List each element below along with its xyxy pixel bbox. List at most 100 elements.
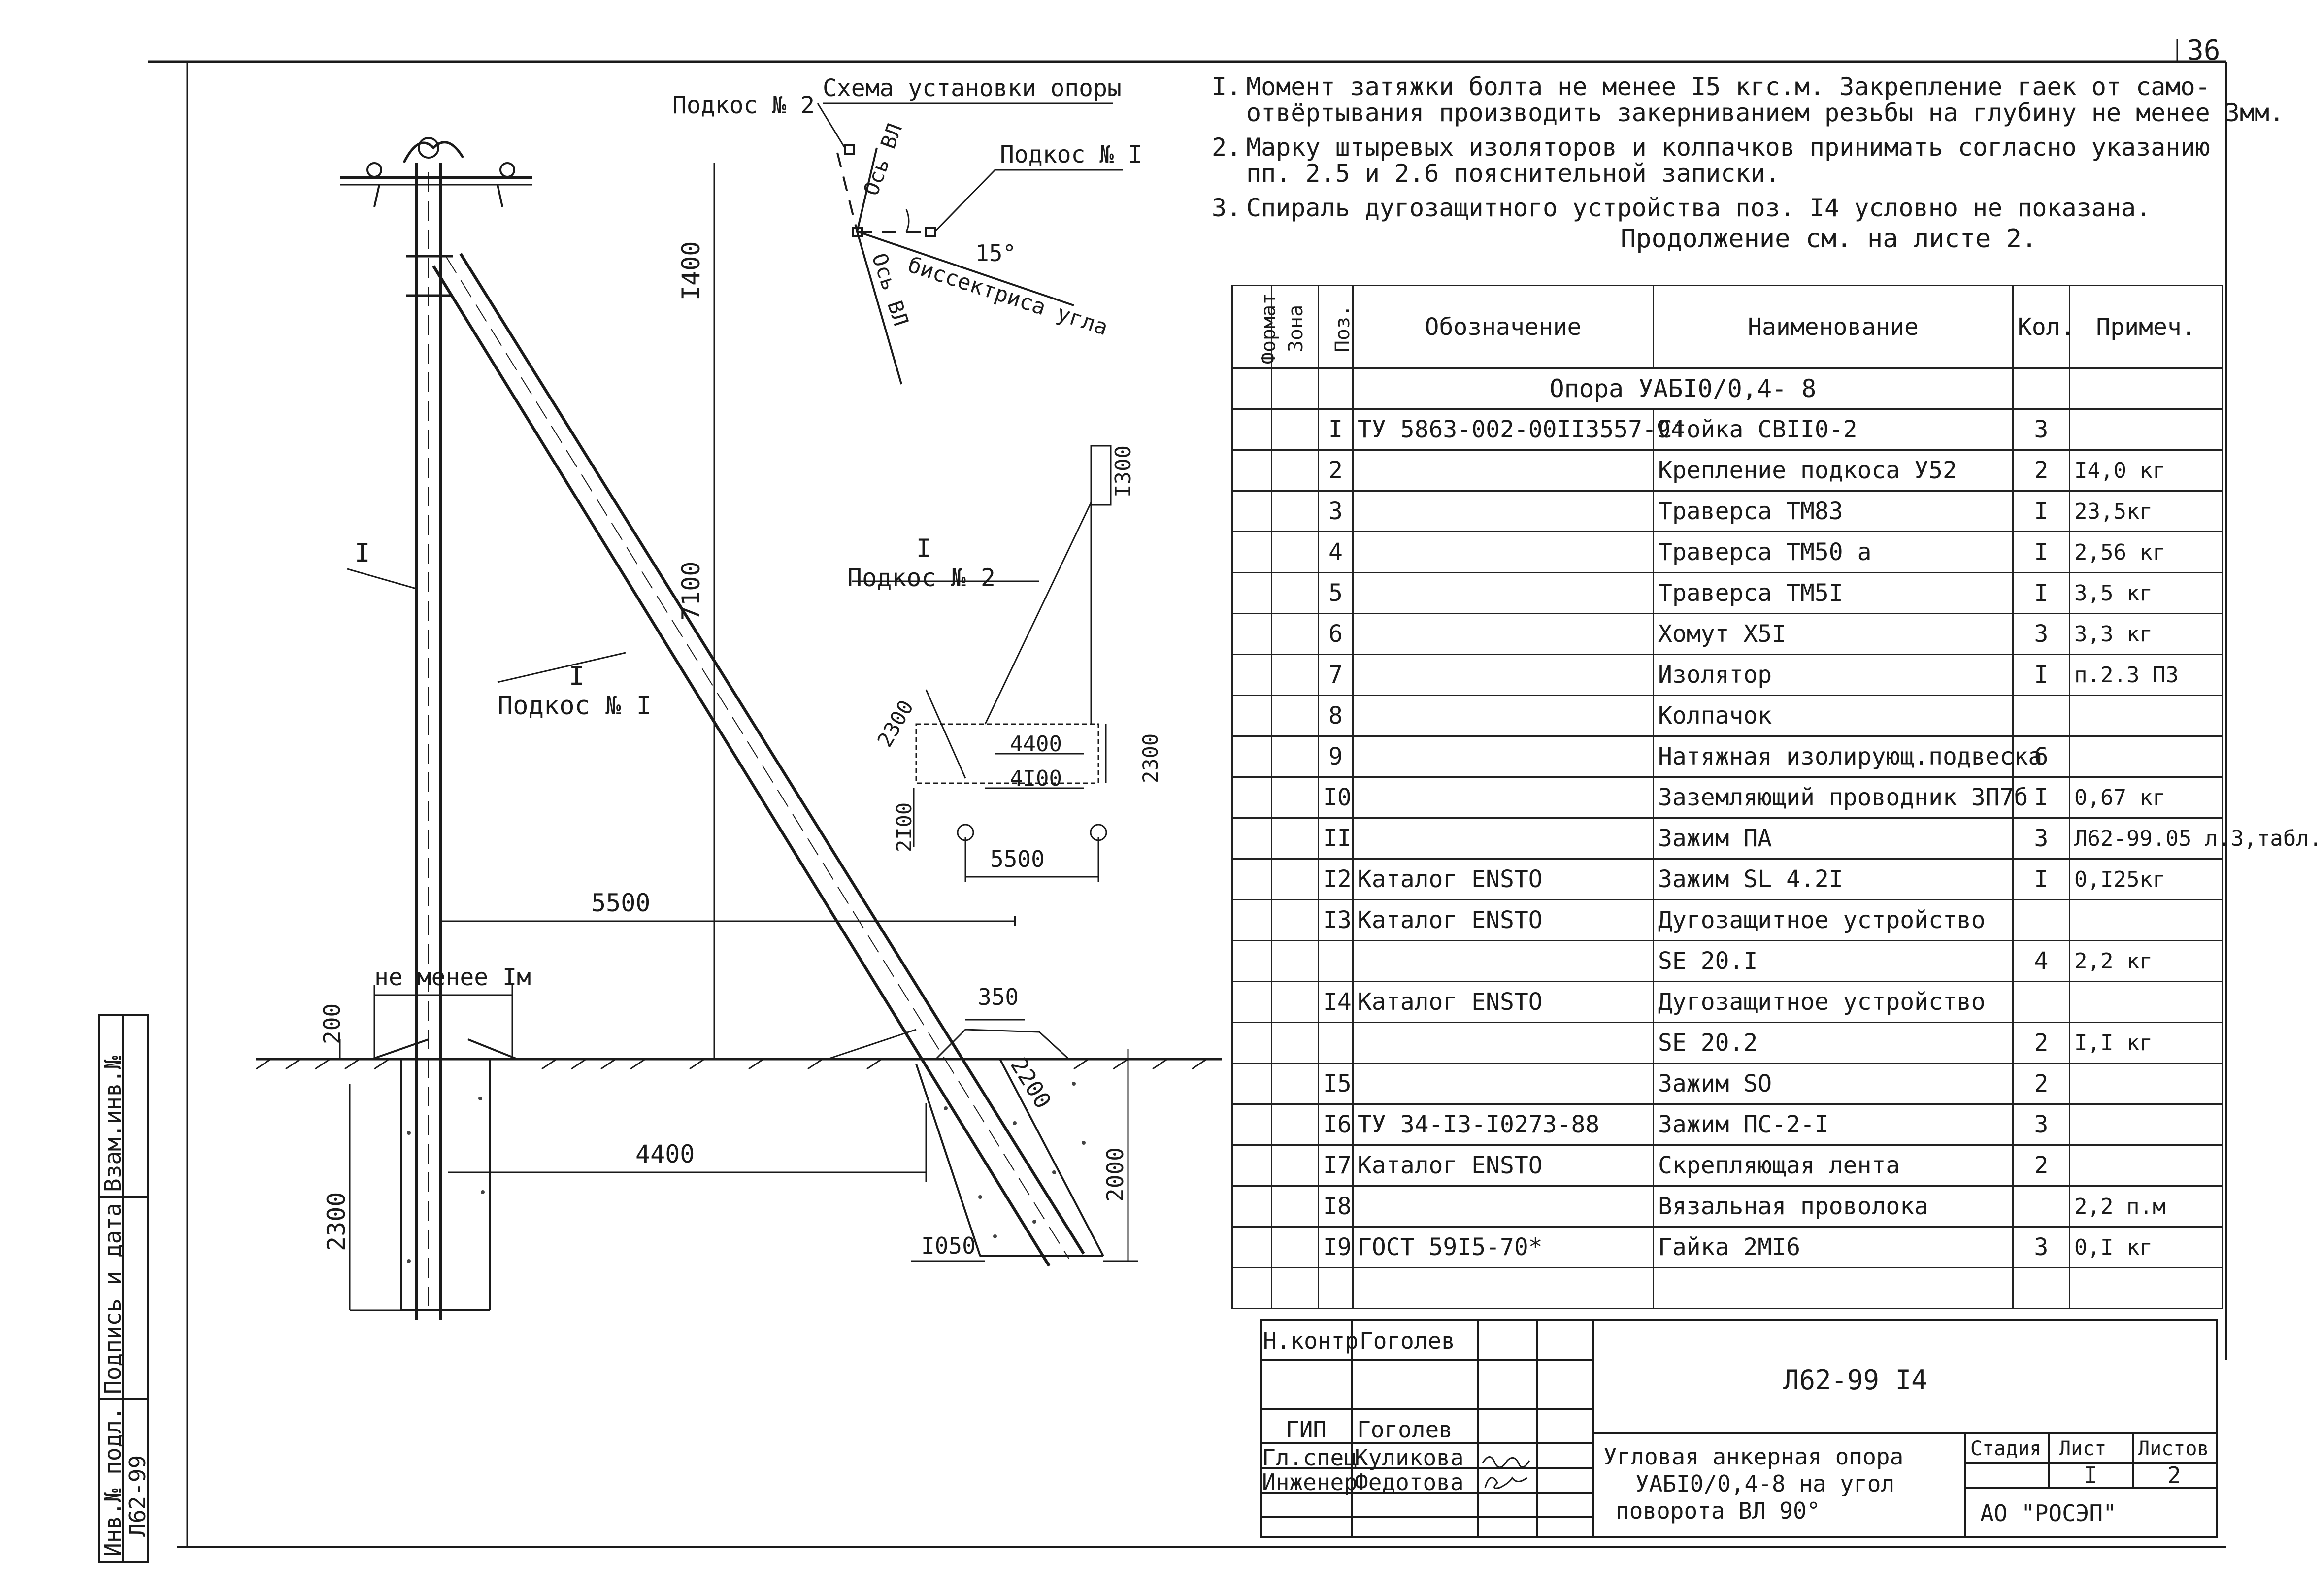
role-engineer: Инженер (1262, 1469, 1358, 1496)
cell-name: Заземляющий проводник ЗП7б (1653, 776, 2028, 819)
cell-designation (1352, 1022, 1654, 1064)
cell-designation (1352, 735, 1654, 778)
cell-qty: I (2012, 572, 2070, 614)
cell-designation: Каталог ENSTO (1352, 1144, 1654, 1187)
cell-format (1231, 735, 1272, 778)
cell-name: SE 20.2 (1653, 1022, 2014, 1064)
cell-designation: Каталог ENSTO (1352, 858, 1654, 900)
cell-qty: 3 (2012, 1103, 2070, 1146)
cell-format (1231, 1226, 1272, 1268)
cell-format (1231, 817, 1272, 860)
cell-designation (1352, 613, 1654, 655)
cell-zone (1271, 408, 1319, 451)
cell-zone (1271, 531, 1319, 573)
cell-zone (1271, 1022, 1319, 1064)
cell-pos: 5 (1318, 572, 1354, 614)
cell-qty: 2 (2012, 1022, 2070, 1064)
name-gip: Гоголев (1357, 1416, 1453, 1443)
cell-note: 0,I кг (2069, 1226, 2223, 1268)
cell-qty: 3 (2012, 408, 2070, 451)
cell-format (1231, 1022, 1272, 1064)
cell-zone (1271, 776, 1319, 819)
name-nkontr: Гоголев (1360, 1328, 1455, 1354)
cell-designation (1352, 1185, 1654, 1228)
cell-zone (1271, 1063, 1319, 1105)
cell-format (1231, 1063, 1272, 1105)
cell-zone (1271, 981, 1319, 1023)
scheme-brace2: Подкос № 2 (672, 92, 815, 119)
cell-pos: I7 (1318, 1144, 1354, 1187)
cell-name: Дугозащитное устройство (1653, 899, 2014, 941)
cell-note (2069, 899, 2223, 941)
cell-pos: I (1318, 408, 1354, 451)
role-gip: ГИП (1286, 1416, 1327, 1443)
cell-designation: Каталог ENSTO (1352, 981, 1654, 1023)
cell-zone (1271, 817, 1319, 860)
role-glspec: Гл.спец (1262, 1444, 1358, 1471)
cell-note: I4,0 кг (2069, 449, 2223, 492)
cell-designation (1352, 940, 1654, 982)
cell-format (1231, 776, 1272, 819)
cell-zone (1271, 449, 1319, 492)
cell-format (1231, 940, 1272, 982)
cell-name: SE 20.I (1653, 940, 2014, 982)
cell-note: Л62-99.05 л.3,табл. (2069, 817, 2322, 860)
cell-note (2069, 1063, 2223, 1105)
detail-2100: 2I00 (892, 802, 916, 852)
dim-2300: 2300 (322, 1192, 351, 1251)
sheet-value: I (2084, 1462, 2097, 1489)
cell-name: Хомут Х5I (1653, 613, 2014, 655)
title-block-grid (1260, 1319, 2218, 1538)
note-3-num: 3. (1212, 194, 1242, 222)
header-qty: Кол. (2012, 285, 2075, 369)
detail-5500: 5500 (990, 846, 1045, 872)
cell-name: Траверса ТМ83 (1653, 490, 2014, 532)
header-format: Формат (1231, 285, 1280, 369)
cell-zone (1271, 735, 1319, 778)
cell-note: 0,I25кг (2069, 858, 2223, 900)
cell-designation (1352, 695, 1654, 737)
side-stamp-grid (98, 1014, 149, 1563)
dim-1050: I050 (921, 1232, 976, 1259)
name-glspec: Куликова (1355, 1444, 1464, 1471)
cell-pos (1318, 1022, 1354, 1064)
title-block: Л62-99 I4 Н.контр Гоголев ГИП Гоголев Гл… (1260, 1319, 2218, 1542)
cell-name: Скрепляющая лента (1653, 1144, 2014, 1187)
cell-qty: 3 (2012, 1226, 2070, 1268)
cell-name: Зажим SL 4.2I (1653, 858, 2014, 900)
group-title: Опора УАБI0/0,4- 8 (1352, 367, 2014, 410)
cell-zone (1271, 572, 1319, 614)
note-2: 2.Марку штыревых изоляторов и колпачков … (1212, 134, 2226, 186)
header-name: Наименование (1653, 285, 2014, 369)
cell-pos: I2 (1318, 858, 1354, 900)
cell-name: Траверса ТМ5I (1653, 572, 2014, 614)
side-inv-label: Инв.№ подл. (100, 1406, 126, 1557)
doc-title-line3: поворота ВЛ 90° (1616, 1497, 1821, 1524)
cell-name: Траверса ТМ50 а (1653, 531, 2014, 573)
dim-4400: 4400 (635, 1140, 695, 1168)
cell-format (1231, 408, 1272, 451)
cell-name: Зажим SO (1653, 1063, 2014, 1105)
detail-4100: 4I00 (1010, 766, 1062, 791)
cell-designation (1352, 1063, 1654, 1105)
cell-name: Зажим ПС-2-I (1653, 1103, 2014, 1146)
cell-note: 2,2 кг (2069, 940, 2223, 982)
cell-format (1231, 572, 1272, 614)
signatures (1482, 1456, 1530, 1489)
specification-table: Формат Зона Поз. Обозначение Наименовани… (1231, 285, 2322, 1309)
cell-qty: 2 (2012, 449, 2070, 492)
